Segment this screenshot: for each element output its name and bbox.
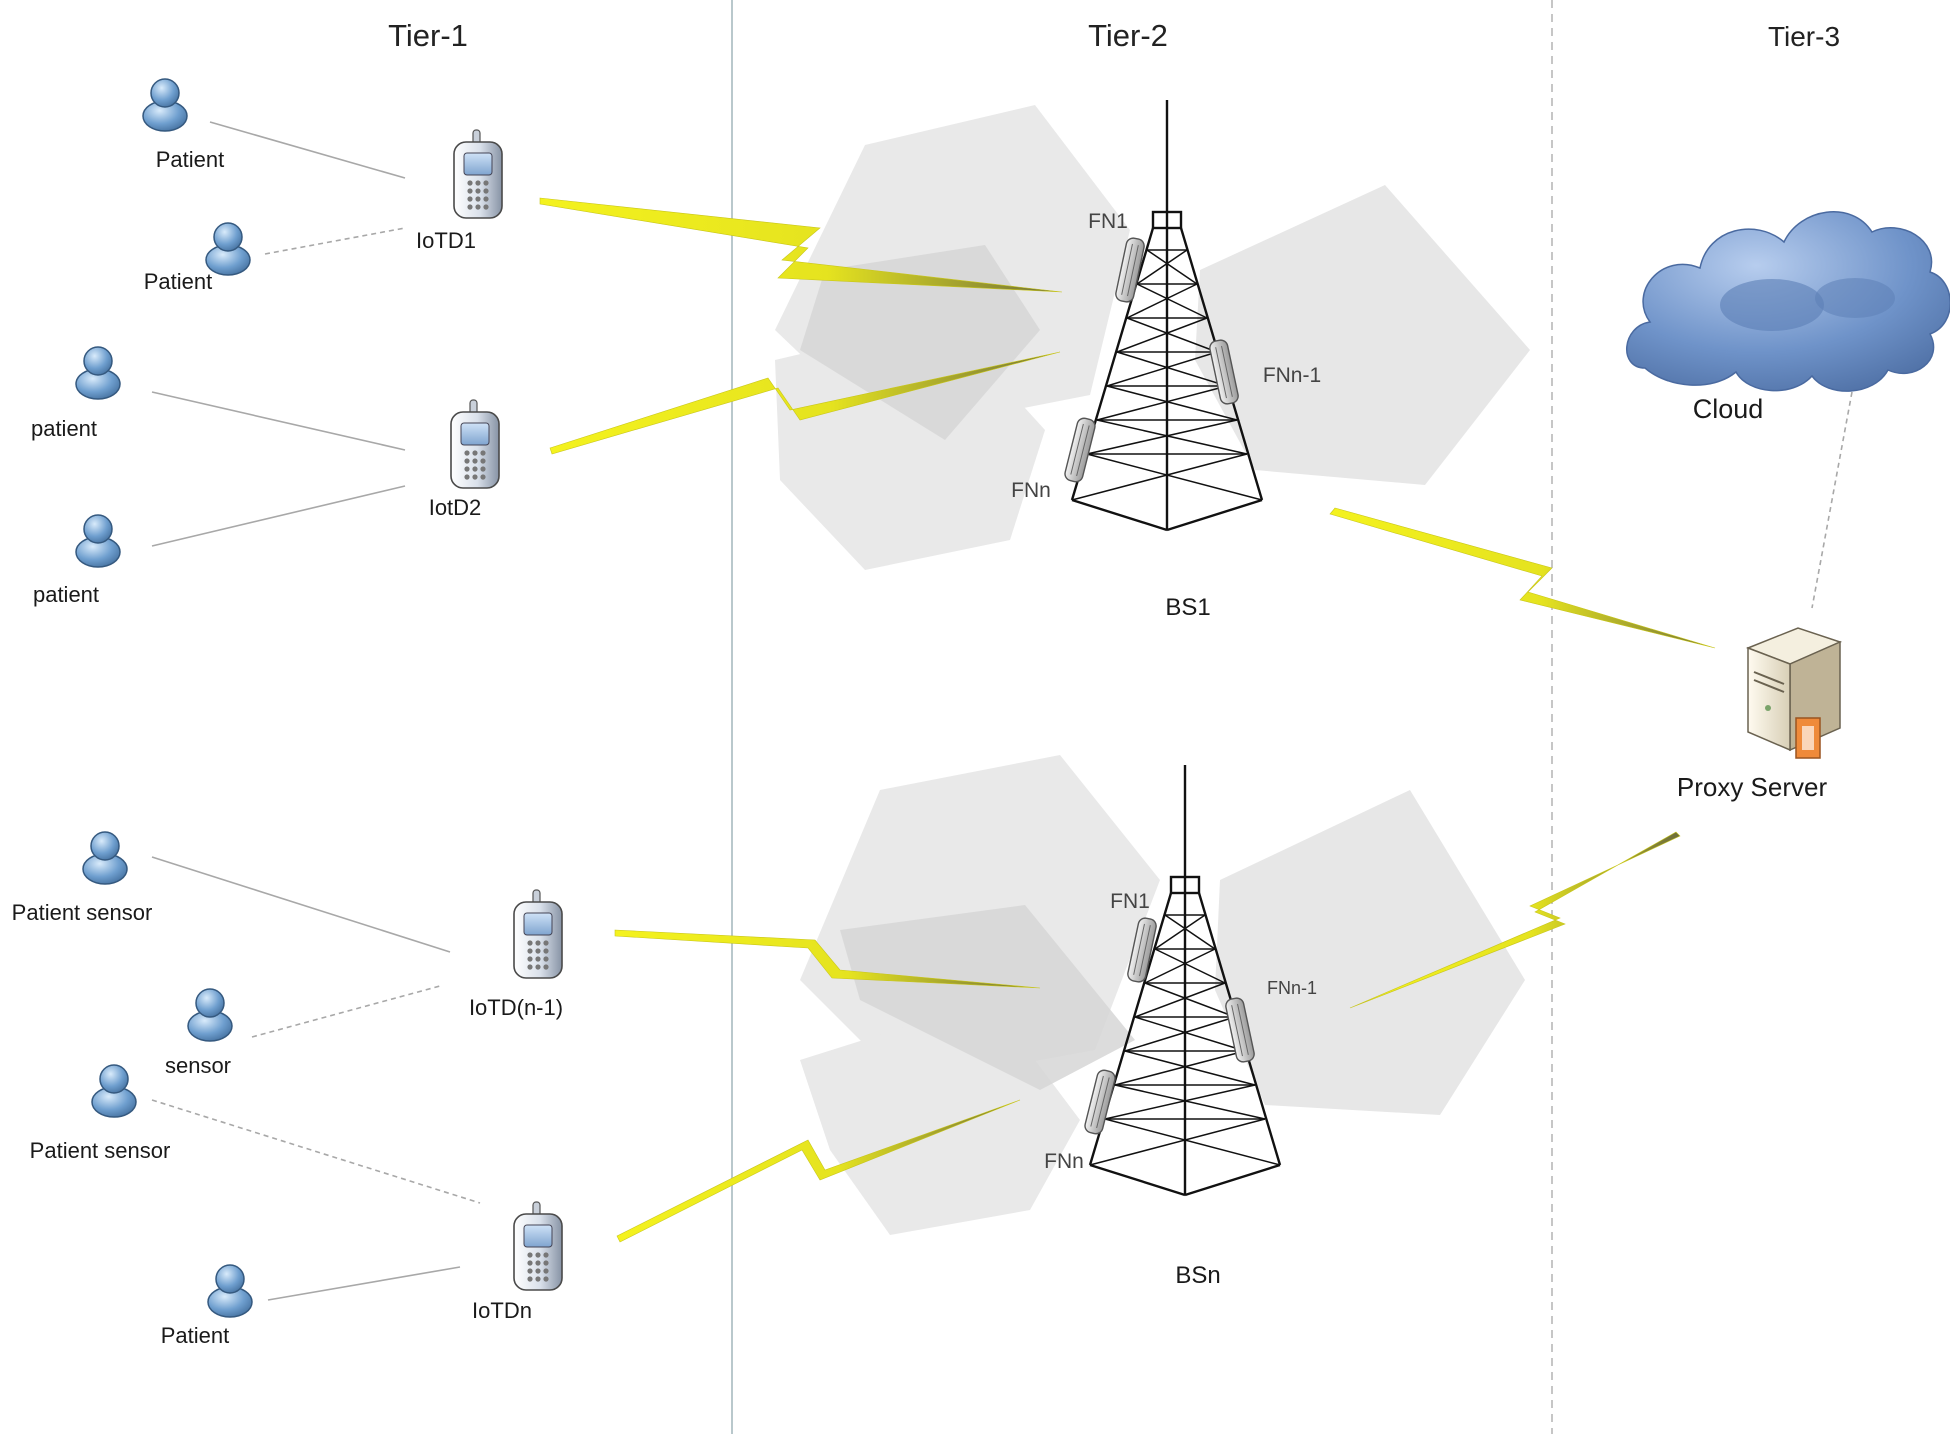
proxy-server-icon [1745, 627, 1843, 759]
patient-icon-3 [75, 346, 121, 400]
bs1-fnn1-label: FNn-1 [1263, 364, 1321, 387]
cloud-label: Cloud [1693, 394, 1764, 424]
cloud-proxy-link [1811, 391, 1853, 609]
bs1-label: BS1 [1165, 594, 1210, 621]
wireless-links [539, 197, 1716, 1243]
patient-device-links [151, 121, 481, 1301]
patient-label-6: sensor [165, 1053, 231, 1078]
bs1-fnn-antenna-icon [1062, 416, 1098, 484]
iot-device-label-2: IotD2 [429, 495, 482, 520]
bs1-coverage-cells [775, 105, 1530, 570]
tier-2-title: Tier-2 [1088, 18, 1168, 53]
patient-icon-4 [75, 514, 121, 568]
bsn-label: BSn [1175, 1262, 1220, 1289]
proxy-server-label: Proxy Server [1677, 772, 1828, 802]
cloud-icon [1626, 211, 1950, 392]
iot-device-icon-4 [513, 1201, 563, 1291]
iot-device-label-3: IoTD(n-1) [469, 995, 563, 1020]
bsn-fnn1-label: FNn-1 [1267, 978, 1317, 998]
patient-label-8: Patient [161, 1323, 230, 1348]
patient-icon-1 [142, 78, 188, 132]
patient-label-3: patient [31, 416, 97, 441]
iot-device-label-1: IoTD1 [416, 228, 476, 253]
patient-icon-2 [205, 222, 251, 276]
bsn-fnn-label: FNn [1044, 1150, 1084, 1173]
patient-icon-5 [82, 831, 128, 885]
patient-label-7: Patient sensor [30, 1138, 171, 1163]
patient-label-2: Patient [144, 269, 213, 294]
patient-icon-6 [187, 988, 233, 1042]
tier-3-title: Tier-3 [1768, 21, 1840, 52]
iot-device-icon-1 [453, 129, 503, 219]
bsn-coverage-cells [800, 755, 1525, 1235]
iot-device-icon-2 [450, 399, 500, 489]
bs1-fnn-label: FNn [1011, 479, 1051, 502]
bs1-fn1-label: FN1 [1088, 210, 1128, 233]
bsn-fn1-label: FN1 [1110, 890, 1150, 913]
patient-label-5: Patient sensor [12, 900, 153, 925]
tier-1-title: Tier-1 [388, 18, 468, 53]
patient-icon-8 [207, 1264, 253, 1318]
patient-label-1: Patient [156, 147, 225, 172]
iot-device-label-4: IoTDn [472, 1298, 532, 1323]
patient-label-4: patient [33, 582, 99, 607]
iot-device-icon-3 [513, 889, 563, 979]
bsn-fnn-antenna-icon [1082, 1068, 1118, 1136]
patient-icon-7 [91, 1064, 137, 1118]
